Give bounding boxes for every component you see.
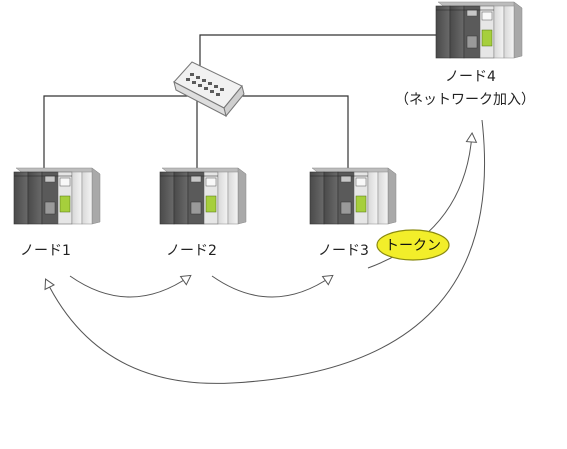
plc-node-2-icon [159, 167, 247, 225]
plc-node-4-icon [435, 1, 523, 59]
node-2-label: ノード2 [166, 243, 217, 259]
node-3-label: ノード3 [318, 243, 369, 259]
switching-hub [173, 61, 245, 118]
arrow-node2-to-node3 [211, 274, 334, 298]
node-1-label: ノード1 [20, 243, 71, 259]
plc-node-1-icon [13, 167, 101, 225]
arrow-node1-to-node2 [69, 274, 192, 298]
network-wiring [43, 34, 438, 176]
token-flow-arrows [44, 119, 486, 384]
arrow-node3-to-node4 [367, 131, 478, 269]
plc-node-3-icon [309, 167, 397, 225]
token-badge: トークン [376, 229, 450, 261]
arrow-node4-to-node1 [44, 119, 486, 384]
token-label: トークン [385, 238, 441, 254]
token-ellipse [376, 229, 450, 261]
node-4-sublabel: （ネットワーク加入） [395, 92, 535, 108]
node-4-label: ノード4 [445, 69, 496, 85]
